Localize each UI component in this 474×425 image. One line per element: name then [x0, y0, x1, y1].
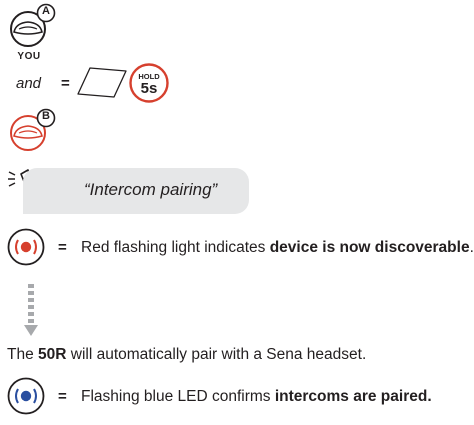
red-status-end: .	[469, 239, 474, 256]
blue-status-text: Flashing blue LED confirms intercoms are…	[81, 388, 432, 406]
and-label: and	[16, 75, 42, 92]
device-b-icon	[10, 108, 56, 151]
badge-b-icon: B	[42, 110, 50, 122]
red-status-text: Red flashing light indicates device is n…	[81, 239, 474, 257]
hold-icon	[129, 63, 169, 103]
equals-sign-red: =	[58, 239, 67, 256]
blue-status-plain: Flashing blue LED confirms	[81, 388, 275, 405]
red-led-icon	[7, 228, 45, 266]
voice-prompt-bubble	[23, 168, 249, 214]
red-status-bold: device is now discoverable	[269, 239, 470, 256]
voice-prompt-text: “Intercom pairing”	[84, 180, 218, 199]
badge-a-icon: A	[42, 5, 50, 17]
hold-duration: 5s	[140, 80, 158, 97]
auto-pair-after: will automatically pair with a Sena head…	[66, 346, 367, 363]
device-a-icon	[10, 3, 56, 47]
you-label: YOU	[17, 51, 41, 62]
auto-pair-text: The 50R will automatically pair with a S…	[7, 346, 366, 364]
red-status-plain: Red flashing light indicates	[81, 239, 270, 256]
down-arrow-icon	[24, 284, 38, 336]
hold-label: HOLD	[138, 72, 160, 81]
equals-sign-blue: =	[58, 388, 67, 405]
equals-sign: =	[61, 75, 70, 92]
auto-pair-before: The	[7, 346, 39, 363]
model-name: 50R	[38, 346, 67, 363]
button-press-icon	[77, 67, 127, 98]
blue-status-bold: intercoms are paired.	[274, 388, 432, 405]
blue-led-icon	[7, 377, 45, 415]
